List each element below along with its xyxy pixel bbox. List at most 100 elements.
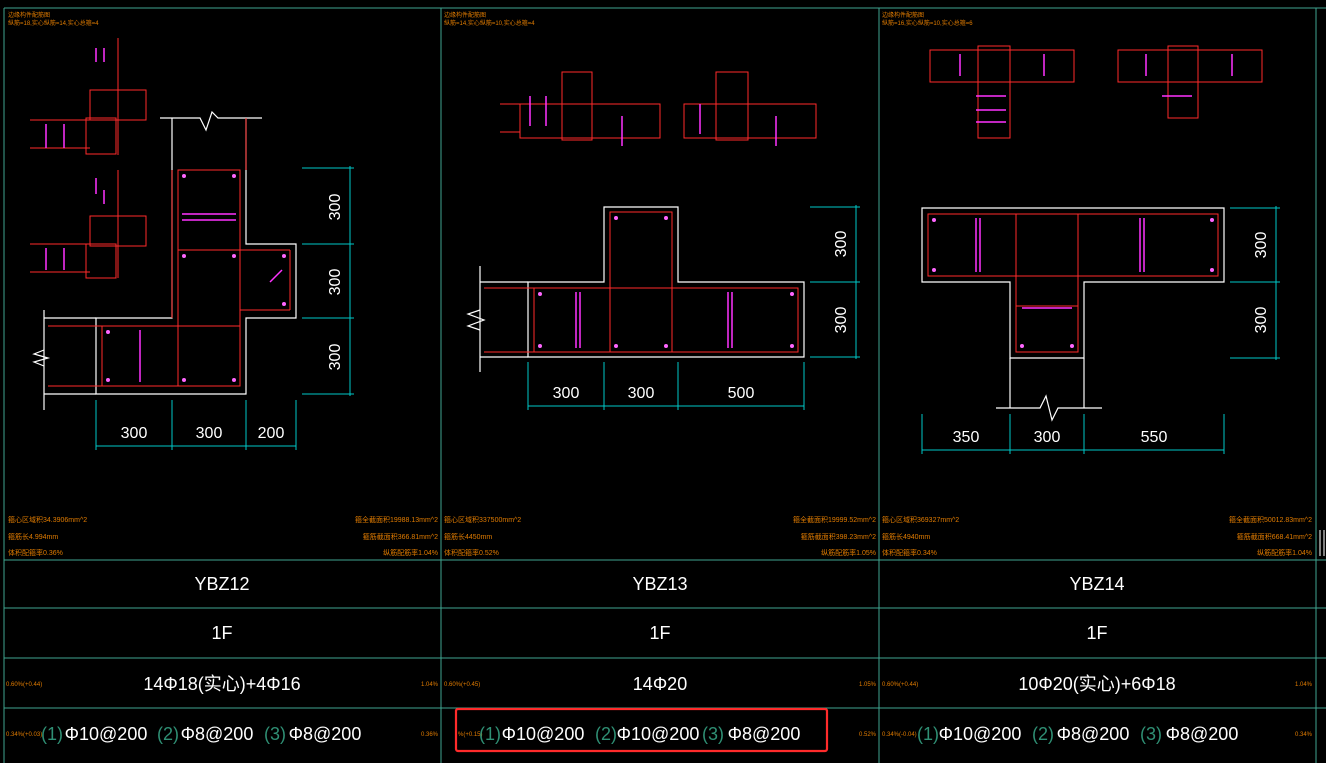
tie-hook-sketch [45, 48, 105, 270]
tie-detail-sketch [500, 71, 817, 141]
section-drawing-ybz13: 边缘构件配筋图 纵筋=14,实心纵筋=10,实心总箍=4 [444, 11, 876, 557]
long-ratio-left: 0.60%(+0.45) [444, 682, 480, 688]
header-line-2: 纵筋=16,实心纵筋=10,实心总箍=6 [882, 19, 973, 27]
floor-label: 1F [649, 623, 670, 643]
dimension-lines [95, 166, 354, 450]
info-right-2: 箍筋截面积366.81mm^2 [363, 532, 438, 541]
tie-hook-sketch [529, 96, 777, 146]
info-right-2: 箍筋截面积398.23mm^2 [801, 532, 876, 541]
rebar-cage [927, 213, 1219, 353]
info-left-1: 箍心区域积34.3906mm^2 [8, 515, 87, 524]
rebar-cage [48, 118, 291, 387]
dim-y-1: 300 [1253, 232, 1270, 259]
dim-x-1: 300 [553, 385, 580, 402]
stirrup-index: (1) [479, 724, 501, 744]
info-left-3: 体积配箍率0.36% [8, 548, 63, 557]
stirrup-spec: Φ10@200 [502, 724, 585, 744]
stirrup-row-ybz12: 0.34%(+0.03) (1) Φ10@200 (2) Φ8@200 (3) … [6, 724, 439, 744]
long-ratio-right: 1.04% [421, 682, 439, 688]
dim-x-1: 300 [121, 425, 148, 442]
section-drawing-ybz12: 边缘构件配筋图 纵筋=18,实心纵筋=14,实心总箍=4 [8, 11, 438, 557]
tie-detail-sketch [30, 38, 147, 279]
dim-y-2: 300 [1253, 307, 1270, 334]
stirrup-index: (3) [1140, 724, 1162, 744]
stirrup-ratio-left: 0.34%(-0.04) [882, 732, 917, 738]
stirrup-index: (2) [157, 724, 179, 744]
info-right-3: 纵筋配筋率1.05% [821, 548, 876, 557]
long-ratio-right: 1.05% [859, 682, 877, 688]
stirrup-index: (3) [264, 724, 286, 744]
stirrup-ratio-left: 0.34%(+0.03) [6, 732, 42, 738]
stirrup-ratio-left: %(+0.15) [458, 732, 483, 738]
cross-ties [975, 218, 1145, 309]
stirrup-spec: Φ10@200 [939, 724, 1022, 744]
info-right-3: 纵筋配筋率1.04% [1257, 548, 1312, 557]
info-right-3: 纵筋配筋率1.04% [383, 548, 438, 557]
tie-detail-sketch [929, 45, 1263, 139]
stirrup-index: (2) [1032, 724, 1054, 744]
dim-y-3: 300 [327, 344, 344, 371]
stirrup-ratio-right: 0.36% [421, 732, 439, 738]
tie-hook-sketch [959, 54, 1233, 123]
info-left-2: 箍筋长4450mm [444, 532, 492, 541]
section-drawing-ybz14: 边缘构件配筋图 纵筋=16,实心纵筋=10,实心总箍=6 [882, 11, 1312, 557]
stirrup-spec: Φ8@200 [181, 724, 254, 744]
long-ratio-left: 0.60%(+0.44) [882, 682, 918, 688]
info-right-1: 箍全截面积19999.52mm^2 [793, 515, 876, 524]
header-line-2: 纵筋=18,实心纵筋=14,实心总箍=4 [8, 19, 99, 27]
dim-x-2: 300 [628, 385, 655, 402]
dim-x-1: 350 [953, 429, 980, 446]
stirrup-index: (1) [41, 724, 63, 744]
header-line-2: 纵筋=14,实心纵筋=10,实心总箍=4 [444, 19, 535, 27]
stirrup-index: (3) [702, 724, 724, 744]
floor-label: 1F [1086, 623, 1107, 643]
long-ratio-right: 1.04% [1295, 682, 1313, 688]
info-left-2: 箍筋长4.994mm [8, 532, 58, 541]
longitudinal-rebar: 10Φ20(实心)+6Φ18 [1018, 674, 1175, 694]
header-line-1: 边缘构件配筋图 [8, 11, 50, 19]
dim-x-2: 300 [196, 425, 223, 442]
info-left-1: 箍心区域积337500mm^2 [444, 515, 521, 524]
dim-x-3: 200 [258, 425, 285, 442]
stirrup-ratio-right: 0.52% [859, 732, 877, 738]
dim-y-2: 300 [327, 269, 344, 296]
info-right-1: 箍全截面积50012.83mm^2 [1229, 515, 1312, 524]
longitudinal-rebar: 14Φ18(实心)+4Φ16 [143, 674, 300, 694]
column-outline [466, 206, 805, 372]
cross-ties [139, 213, 283, 382]
stirrup-spec: Φ8@200 [1166, 724, 1239, 744]
column-outline [921, 207, 1225, 422]
component-id-ybz14[interactable]: YBZ14 [1069, 574, 1124, 594]
stirrup-spec: Φ10@200 [617, 724, 700, 744]
rebar-dots [538, 216, 794, 348]
component-id-ybz12[interactable]: YBZ12 [194, 574, 249, 594]
component-id-ybz13[interactable]: YBZ13 [632, 574, 687, 594]
column-outline [32, 110, 297, 410]
floor-label: 1F [211, 623, 232, 643]
info-left-3: 体积配箍率0.34% [882, 548, 937, 557]
stirrup-row-ybz13: %(+0.15) (1) Φ10@200 (2) Φ10@200 (3) Φ8@… [458, 724, 877, 744]
edge-marks [1319, 530, 1325, 556]
header-line-1: 边缘构件配筋图 [444, 11, 486, 19]
info-left-1: 箍心区域积369327mm^2 [882, 515, 959, 524]
stirrup-index: (1) [917, 724, 939, 744]
stirrup-spec: Φ8@200 [728, 724, 801, 744]
dim-x-3: 500 [728, 385, 755, 402]
longitudinal-rebar: 14Φ20 [633, 674, 687, 694]
info-right-1: 箍全截面积19988.13mm^2 [355, 515, 438, 524]
stirrup-row-ybz14: 0.34%(-0.04) (1) Φ10@200 (2) Φ8@200 (3) … [882, 724, 1313, 744]
dim-y-1: 300 [327, 194, 344, 221]
rebar-cage [484, 211, 799, 353]
highlight-box [454, 707, 829, 753]
dim-x-2: 300 [1034, 429, 1061, 446]
info-right-2: 箍筋截面积668.41mm^2 [1237, 532, 1312, 541]
dim-y-2: 300 [833, 307, 850, 334]
dimension-lines [921, 206, 1280, 454]
stirrup-spec: Φ8@200 [1057, 724, 1130, 744]
dimension-lines [527, 205, 860, 410]
stirrup-spec: Φ10@200 [65, 724, 148, 744]
stirrup-index: (2) [595, 724, 617, 744]
info-left-2: 箍筋长4940mm [882, 532, 930, 541]
dim-x-3: 550 [1141, 429, 1168, 446]
